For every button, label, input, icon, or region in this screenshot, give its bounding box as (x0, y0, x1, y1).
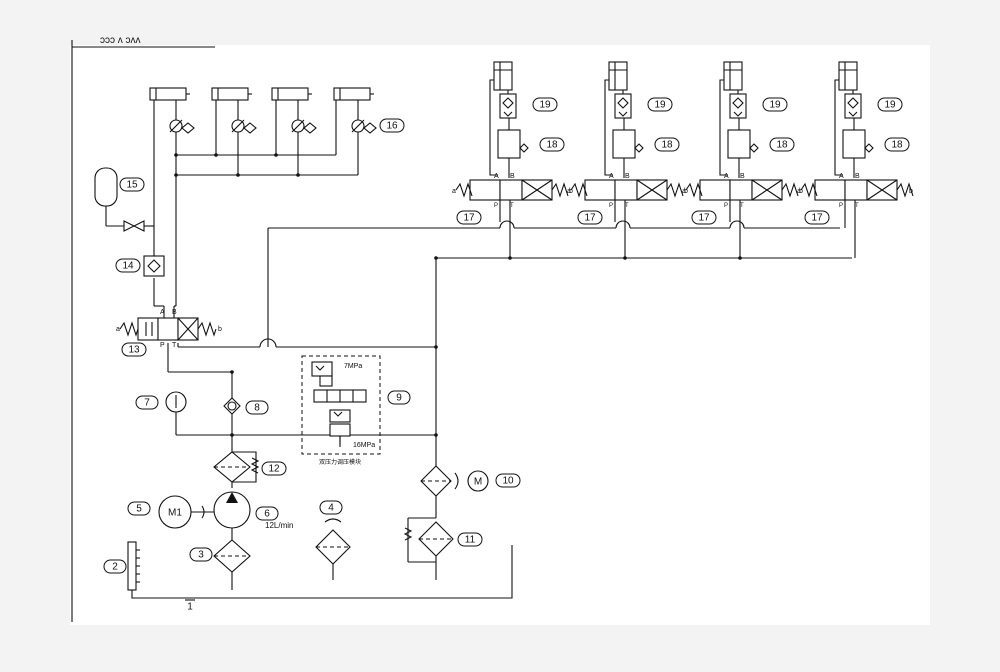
stack1-port-A: A (494, 173, 499, 180)
stack3-port-a: a (682, 188, 686, 195)
relief-module-caption: 双压力调压模块 (319, 458, 361, 466)
stack4-port-T: T (855, 203, 859, 209)
callout-17-a: 17 (463, 213, 475, 224)
fan-motor-label: M (474, 477, 482, 488)
port-a-13: a (116, 326, 120, 333)
callouts: 1 2 3 4 5 6 7 8 9 10 11 12 13 14 15 16 1 (103, 97, 910, 613)
pressure-filter (213, 451, 260, 483)
relief-module: 7MPa 16MPa 双压力调压模块 (301, 355, 381, 466)
callout-15: 15 (126, 180, 138, 191)
valve-stack-3: a b A B P T (682, 61, 803, 258)
motor-pump-unit: M1 12L/min (158, 491, 293, 530)
callout-10: 10 (502, 476, 514, 487)
callout-2: 2 (112, 562, 118, 573)
callout-9: 9 (396, 393, 402, 404)
pilot-check-valve-14 (143, 100, 177, 306)
port-A-13: A (160, 309, 165, 316)
motor-label: M1 (168, 508, 182, 519)
callout-17-c: 17 (698, 213, 710, 224)
pressure-gauge (165, 391, 187, 413)
accumulator-15 (94, 167, 154, 232)
stack4-port-b: b (909, 188, 913, 195)
stack1-port-P: P (494, 203, 498, 209)
stack2-port-P: P (609, 203, 613, 209)
stack2-port-A: A (609, 173, 614, 180)
stack3-port-P: P (724, 203, 728, 209)
valve-stack-1: a b A B P T (452, 61, 573, 258)
check-valve-8 (223, 397, 241, 415)
callout-12: 12 (268, 464, 280, 475)
callout-18-a: 18 (546, 140, 558, 151)
cylinder-2 (211, 87, 276, 175)
callout-6: 6 (264, 509, 270, 520)
suction-filter (213, 539, 251, 590)
callout-18-d: 18 (891, 140, 903, 151)
callout-19-d: 19 (884, 100, 896, 111)
port-P-13: P (160, 342, 165, 349)
oil-cooler: M (420, 465, 489, 497)
callout-19-c: 19 (769, 100, 781, 111)
stack2-port-B: B (625, 173, 630, 180)
port-b-13: b (218, 326, 222, 333)
stack4-port-P: P (839, 203, 843, 209)
stack1-port-a: a (452, 188, 456, 195)
stack3-port-B: B (740, 173, 745, 180)
cylinders-16 (149, 87, 377, 176)
valve-stack-4: a b A B P T (797, 61, 914, 258)
cylinder-4 (333, 87, 377, 175)
callout-17-d: 17 (811, 213, 823, 224)
cylinder-1 (149, 87, 358, 176)
callout-19-a: 19 (539, 100, 551, 111)
stack4-port-B: B (855, 173, 860, 180)
callout-13: 13 (128, 345, 140, 356)
pressure-high-label: 16MPa (353, 442, 375, 449)
callout-11: 11 (465, 535, 476, 546)
callout-5: 5 (136, 504, 142, 515)
fan-motor-icon (467, 470, 489, 492)
stack4-port-A: A (839, 173, 844, 180)
level-gauge (127, 541, 140, 591)
pump-flow-label: 12L/min (265, 521, 293, 530)
callout-1: 1 (187, 602, 193, 613)
stack3-port-A: A (724, 173, 729, 180)
pressure-low-label: 7MPa (344, 363, 362, 370)
stack1-port-B: B (510, 173, 515, 180)
callout-8: 8 (254, 403, 260, 414)
stack3-port-T: T (740, 203, 744, 209)
cylinder-3 (271, 87, 336, 175)
callout-17-b: 17 (584, 213, 596, 224)
callout-4: 4 (328, 503, 334, 514)
callout-3: 3 (198, 550, 204, 561)
stack1-port-b: b (569, 188, 573, 195)
directional-valve-13: a b A B P T (116, 278, 222, 349)
callout-19-b: 19 (654, 100, 666, 111)
callout-18-c: 18 (776, 140, 788, 151)
return-filter (403, 521, 454, 557)
callout-16: 16 (386, 121, 398, 132)
callout-14: 14 (122, 261, 134, 272)
stack2-port-b: b (684, 188, 688, 195)
stack2-port-a: a (567, 188, 571, 195)
top-title-fragment: ᴐᴐᴐ ᴧ ᴐᴧᴧ (100, 35, 141, 46)
callout-7: 7 (144, 398, 150, 409)
callout-18-b: 18 (661, 140, 673, 151)
port-T-13: T (172, 342, 177, 349)
valve-stack-2: a b A B P T (567, 61, 688, 258)
stack1-port-T: T (510, 203, 514, 209)
stack3-port-b: b (799, 188, 803, 195)
stack2-port-T: T (625, 203, 629, 209)
breather (315, 518, 351, 580)
stack4-port-a: a (797, 188, 801, 195)
